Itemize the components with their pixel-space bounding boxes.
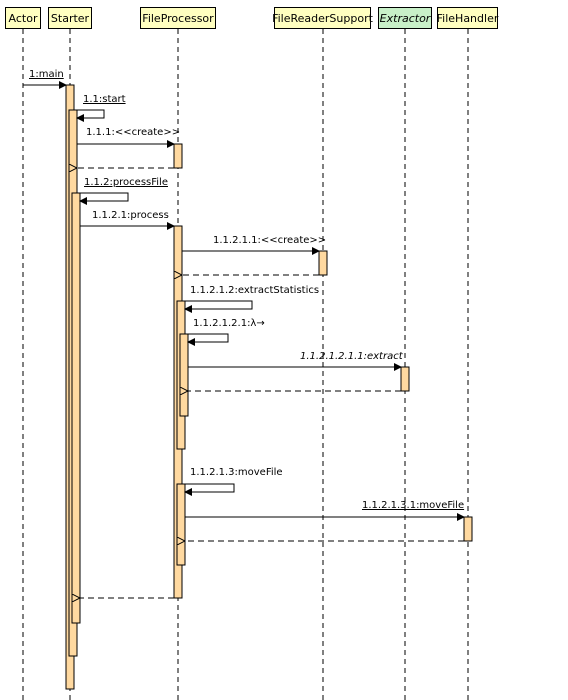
message-arrow-processfile [77,192,129,205]
message-arrow-movefile-self [182,483,235,496]
message-label-create: 1.1.1:<<create>> [86,127,180,138]
message-label-process: 1.1.2.1:process [92,210,169,221]
message-arrow-start [74,109,105,122]
message-arrow-extractstatistics [182,300,253,313]
message-label-processfile: 1.1.2:processFile [84,177,168,188]
activation-extractor-extract [400,366,410,392]
message-label-frs-create: 1.1.2.1.1:<<create>> [213,235,326,246]
participant-fileprocessor: FileProcessor [140,7,216,29]
message-label-movefile-self: 1.1.2.1.3:moveFile [190,467,283,478]
activation-starter-processfile [71,192,81,624]
participant-filereadersupport: FileReaderSupport [272,7,373,29]
participant-actor: Actor [5,7,41,29]
activation-filehandler-movefile [463,516,473,542]
activation-fileprocessor-lambda [179,333,189,417]
message-label-extractstatistics: 1.1.2.1.2:extractStatistics [190,285,319,296]
activation-fileprocessor-movefile [176,483,186,566]
message-label-movefile: 1.1.2.1.3.1:moveFile [362,500,464,511]
activation-filereadersupport-create [318,250,328,276]
message-arrow-lambda [185,333,229,346]
message-label-main: 1:main [29,69,64,80]
message-label-extract: 1.1.2.1.2.1.1:extract [300,351,404,362]
activation-fileprocessor-create [173,143,183,169]
participant-starter: Starter [48,7,92,29]
message-label-start: 1.1:start [83,94,126,105]
participant-filehandler: FileHandler [437,7,498,29]
message-label-lambda: 1.1.2.1.2.1:λ→ [193,318,265,329]
participant-extractor: Extractor [378,7,432,29]
